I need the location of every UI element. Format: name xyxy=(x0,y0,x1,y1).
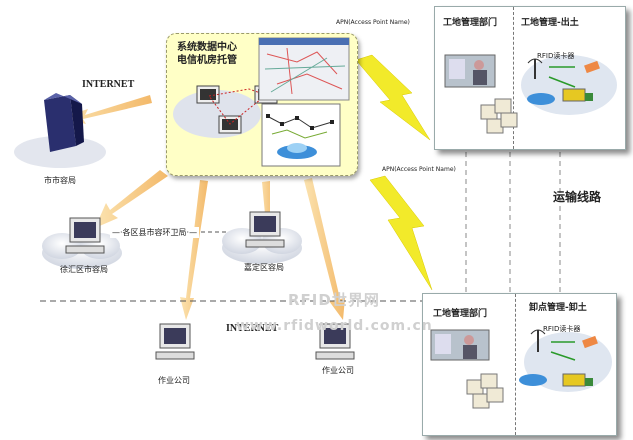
site-bottom-rfid-label: RFID读卡器 xyxy=(543,325,581,333)
site-top-illustration xyxy=(444,54,617,134)
car-icon xyxy=(519,374,547,386)
internet-label-bottom: INTERNET xyxy=(226,323,279,334)
server-rack-icon xyxy=(466,373,504,409)
district-bureaus-label: —·各区县市容环卫局·— xyxy=(110,227,200,238)
xuhui-bureau-label: 徐汇区市容局 xyxy=(60,265,108,274)
lightning-bottom xyxy=(369,175,433,291)
arrow-to-work-company-left xyxy=(180,180,208,320)
arrow-to-xuhui xyxy=(95,170,168,228)
apn-label-top: APN(Access Point Name) xyxy=(336,19,410,26)
jiading-bureau-label: 嘉定区容局 xyxy=(244,263,284,272)
site-top-rfid-label: RFID读卡器 xyxy=(537,52,575,60)
site-panel-top: 工地管理部门 工地管理-出土 RFID读卡器 xyxy=(434,6,626,150)
computer-icon-work-left xyxy=(155,323,195,360)
computer-icon xyxy=(196,85,220,104)
apn-label-bottom: APN(Access Point Name) xyxy=(382,166,456,173)
watermark-title: RFID世界网 xyxy=(288,291,380,309)
internet-label-top: INTERNET xyxy=(82,79,135,90)
site-bottom-zone: 卸点管理-卸土 xyxy=(529,303,587,313)
datacenter-network-diagram xyxy=(173,37,350,167)
server-tower-icon xyxy=(44,93,84,152)
computer-icon-jiading xyxy=(245,211,285,248)
site-panel-bottom: 工地管理部门 卸点管理-卸土 RFID读卡器 xyxy=(422,293,617,436)
work-company-left-label: 作业公司 xyxy=(158,376,190,385)
transport-route-label: 运输线路 xyxy=(553,190,602,204)
computer-icon-xuhui xyxy=(65,217,105,254)
datacenter-title-line1: 系统数据中心 xyxy=(177,42,237,53)
truck-icon xyxy=(562,373,586,387)
site-top-zone: 工地管理-出土 xyxy=(521,18,579,28)
site-bottom-illustration xyxy=(430,329,612,409)
site-top-dept: 工地管理部门 xyxy=(443,18,498,28)
truck-icon xyxy=(562,88,586,102)
arrow-to-work-company-right xyxy=(304,178,345,320)
lightning-top xyxy=(355,54,431,141)
datacenter-title-line2: 电信机房托管 xyxy=(177,55,237,66)
city-bureau-label: 市市容局 xyxy=(44,176,76,185)
car-icon xyxy=(527,93,555,105)
computer-icon-work-right xyxy=(315,323,355,360)
watermark-url: www.rfidworld.com.cn xyxy=(236,318,433,334)
arrow-to-city-bureau xyxy=(60,95,152,124)
datacenter-box: 系统数据中心 电信机房托管 xyxy=(166,33,358,176)
site-bottom-dept: 工地管理部门 xyxy=(433,309,488,319)
server-rack-icon xyxy=(480,98,518,134)
work-company-right-label: 作业公司 xyxy=(322,366,354,375)
